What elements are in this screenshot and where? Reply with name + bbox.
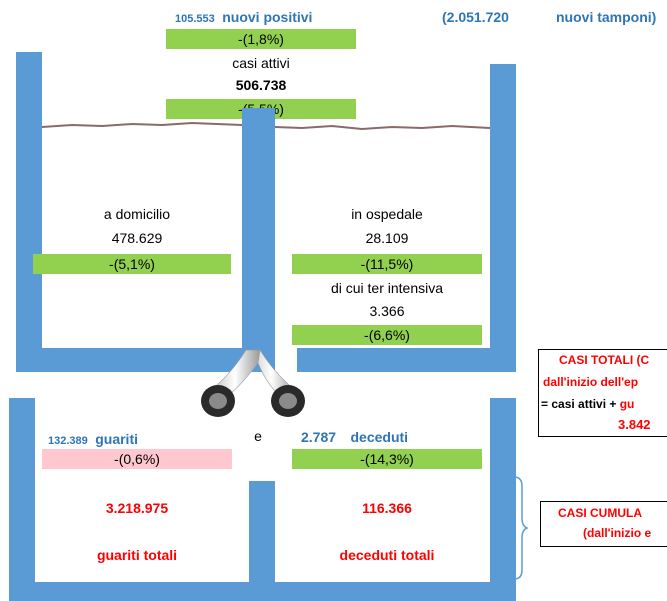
recovered-total-label: guariti totali [96,547,178,563]
upper-tank-floor-right [297,348,516,372]
water-surface [42,121,490,131]
cumulative-line1: CASI CUMULA [558,506,642,520]
total-cases-title: CASI TOTALI (C [559,353,650,367]
icu-value: 3.366 [369,303,405,319]
recovered-value: 132.389 [48,435,88,447]
recovered-total-value: 3.218.975 [105,500,169,516]
total-cases-line2-prefix: = casi attivi + [541,397,620,411]
active-cases-value: 506.738 [235,77,287,93]
total-cases-value: 3.842 [618,417,651,432]
deceased-total-label: deceduti totali [339,547,435,563]
recovered-change: -(0,6%) [42,449,232,469]
deceased-change: -(14,3%) [292,449,482,469]
lower-tank-right-wall [490,398,516,590]
deceased-header: 2.787 deceduti [301,429,408,447]
upper-tank-divider [242,108,275,372]
connector-text: e [254,428,262,444]
lower-tank-floor [9,582,516,601]
total-cases-box: CASI TOTALI (C dall'inizio dell'ep = cas… [538,349,667,437]
home-label: a domicilio [103,206,171,222]
total-cases-line1: dall'inizio dell'ep [543,375,639,389]
new-tests-label: nuovi tamponi) [556,9,657,25]
total-cases-line2-red: gu [619,397,635,411]
icu-label: di cui ter intensiva [330,280,444,296]
cumulative-cases-box: CASI CUMULA (dall'inizio e [540,501,667,547]
cumulative-bracket [513,476,528,580]
recovered-header: 132.389 guariti [48,431,138,449]
deceased-total-value: 116.366 [362,500,412,516]
upper-tank-left-wall [16,52,42,372]
total-cases-line2: = casi attivi + gu [541,397,634,411]
upper-tank-floor-left [16,348,242,372]
upper-tank-right-wall [490,64,516,372]
lower-tank-divider [249,481,275,590]
hospital-value: 28.109 [365,230,409,246]
deceased-value: 2.787 [301,429,337,445]
new-positive-header: 105.553 nuovi positivi [175,9,312,27]
new-positive-change: -(1,8%) [166,29,356,49]
hospital-change: -(11,5%) [292,254,482,274]
lower-tank-left-wall [9,398,35,590]
cumulative-line2: (dall'inizio e [583,526,652,540]
recovered-label: guariti [95,431,138,447]
new-tests-value: (2.051.720 [442,9,509,25]
drain-pipe-icon [201,349,305,417]
active-cases-label: casi attivi [232,55,290,71]
icu-change: -(6,6%) [292,325,482,345]
deceased-label: deceduti [350,429,409,445]
new-positive-label: nuovi positivi [222,9,313,25]
new-positive-value: 105.553 [175,13,215,25]
home-change: -(5,1%) [33,254,231,274]
hospital-label: in ospedale [351,206,423,222]
home-value: 478.629 [111,230,163,246]
